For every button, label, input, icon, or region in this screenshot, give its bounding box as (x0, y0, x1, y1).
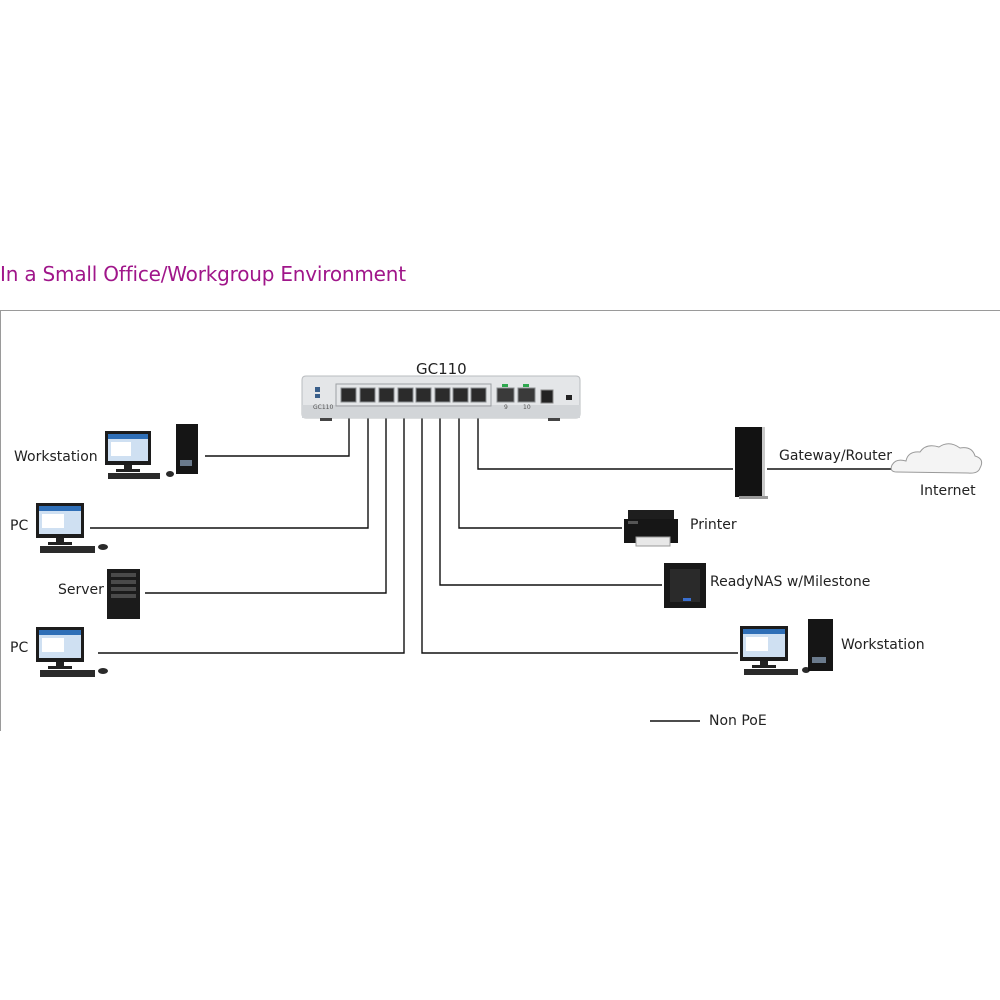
diagram-frame (0, 310, 1000, 731)
pc-icon (36, 503, 108, 553)
device-label-server: Server (58, 582, 104, 598)
legend-label: Non PoE (709, 713, 767, 729)
link-router (477, 405, 733, 470)
link-server (145, 405, 387, 594)
link-workstation-left (205, 405, 350, 457)
router-icon (735, 427, 768, 499)
device-label-pc-1: PC (10, 518, 29, 534)
switch-device (301, 375, 581, 421)
device-label-nas: ReadyNAS w/Milestone (710, 574, 871, 590)
switch-sfp-ports (496, 384, 536, 403)
sfp-port-label-10: 10 (523, 404, 531, 411)
link-pc-1 (90, 405, 369, 529)
printer-icon (624, 510, 678, 547)
link-workstation-right (421, 405, 738, 654)
device-label-pc-2: PC (10, 640, 29, 656)
cloud-icon (890, 443, 983, 474)
switch-lock-slot (566, 395, 572, 400)
sfp-port-label-9: 9 (504, 404, 508, 411)
device-label-printer: Printer (690, 517, 737, 533)
device-label-workstation-right: Workstation (841, 637, 925, 653)
switch-power-jack (540, 389, 554, 404)
server-icon (107, 569, 140, 619)
pc-icon (36, 627, 108, 677)
switch-body-label: GC110 (313, 404, 334, 411)
page-title: In a Small Office/Workgroup Environment (0, 262, 406, 286)
link-nas (439, 405, 662, 586)
switch-model-label: GC110 (416, 360, 467, 378)
internet-label: Internet (920, 483, 976, 499)
device-label-router: Gateway/Router (779, 448, 892, 464)
nas-icon (664, 563, 706, 608)
link-printer (458, 405, 622, 529)
connection-lines (90, 405, 900, 654)
workstation-icon (740, 619, 833, 675)
workstation-icon (105, 424, 198, 479)
link-pc-2 (98, 405, 405, 654)
switch-rj45-ports (340, 387, 487, 403)
device-label-workstation-left: Workstation (14, 449, 98, 465)
